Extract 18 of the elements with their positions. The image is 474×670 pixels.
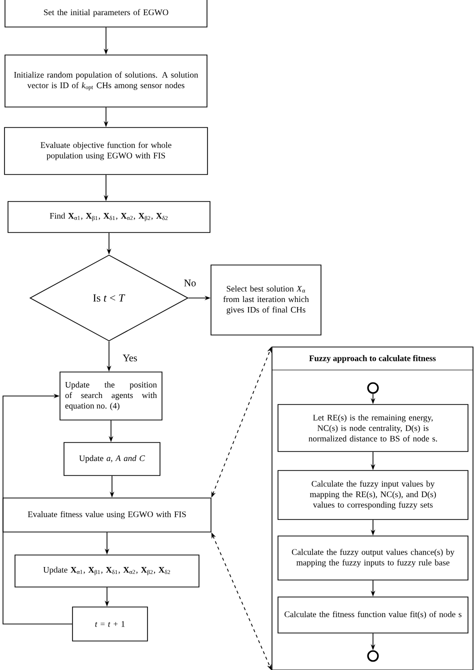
process-box: Evaluate fitness value using EGWO with FIS xyxy=(2,498,212,532)
process-box: Set the initial parameters of EGWO xyxy=(4,0,208,28)
process-box: Select best solution X$_{α}$ from last iteration which gives IDs of final CHs xyxy=(210,264,322,336)
process-box: Let RE(s) is the remaining energy, NC(s) is node centrality, D(s) is normalized distance to BS of node s. xyxy=(278,404,468,452)
process-box: t = t + 1 xyxy=(72,606,148,642)
process-box: Update the position of search agents with equation no. (4) xyxy=(60,372,162,420)
process-box: Update X$_{α1}$, X$_{β1}$, X$_{δ1}$, X$_{α2}$, X$_{β2}$, X$_{δ2}$ xyxy=(14,554,200,588)
start-circle xyxy=(367,382,379,394)
process-box: Calculate the fuzzy output values chance(s) by mapping the fuzzy inputs to fuzzy rule base xyxy=(278,536,468,580)
process-box: Update a, A and C xyxy=(64,442,160,476)
process-box: Find X$_{α1}$, X$_{β1}$, X$_{δ1}$, X$_{α2}$, X$_{β2}$, X$_{δ2}$ xyxy=(8,201,210,233)
process-box: Calculate the fitness function value fit(s) of node s xyxy=(278,596,468,634)
process-box: Evaluate objective function for whole population using EGWO with FIS xyxy=(4,127,208,175)
process-box: Calculate the fuzzy input values by mapping the RE(s), NC(s), and D(s) values to corresponding fuzzy sets xyxy=(278,470,468,520)
process-box: Initialize random population of solutions. A solution vector is ID of k$_{opt}$ CHs among sensor nodes xyxy=(4,54,208,108)
end-circle xyxy=(367,650,379,662)
arrow xyxy=(2,394,72,624)
edge-label: Yes xyxy=(122,354,138,362)
